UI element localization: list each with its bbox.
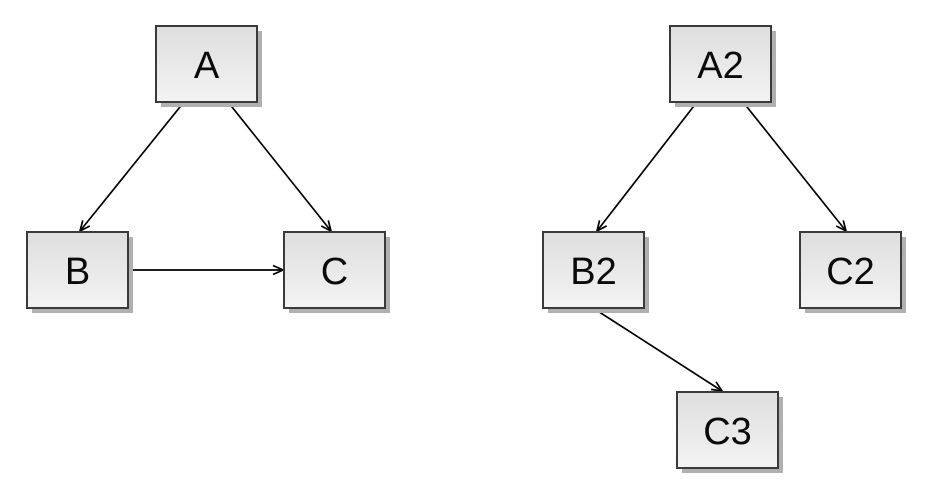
node-C: C — [283, 231, 390, 313]
left-graph: A B C — [26, 25, 390, 313]
node-box — [669, 25, 772, 103]
node-box — [155, 25, 258, 103]
node-box — [542, 231, 645, 309]
node-label: A — [194, 45, 220, 87]
node-label: C2 — [826, 251, 875, 293]
node-box — [283, 231, 386, 309]
edge-A-to-B — [78, 101, 185, 233]
node-B2: B2 — [542, 231, 649, 313]
node-box — [799, 231, 902, 309]
node-A: A — [155, 25, 262, 107]
node-C3: C3 — [676, 391, 783, 473]
node-box — [676, 391, 779, 469]
node-C2: C2 — [799, 231, 906, 313]
node-box — [26, 231, 129, 309]
node-label: C — [321, 251, 348, 293]
node-label: A2 — [697, 45, 743, 87]
node-label: B — [65, 251, 90, 293]
edge-B2-to-C3 — [592, 307, 724, 393]
node-label: B2 — [570, 251, 616, 293]
right-graph: A2 B2 C2 C3 — [542, 25, 906, 473]
node-label: C3 — [703, 411, 752, 453]
edge-A2-to-C2 — [742, 101, 848, 233]
node-A2: A2 — [669, 25, 776, 107]
edge-A-to-C — [227, 101, 333, 233]
edge-A2-to-B2 — [595, 101, 698, 233]
node-B: B — [26, 231, 133, 313]
